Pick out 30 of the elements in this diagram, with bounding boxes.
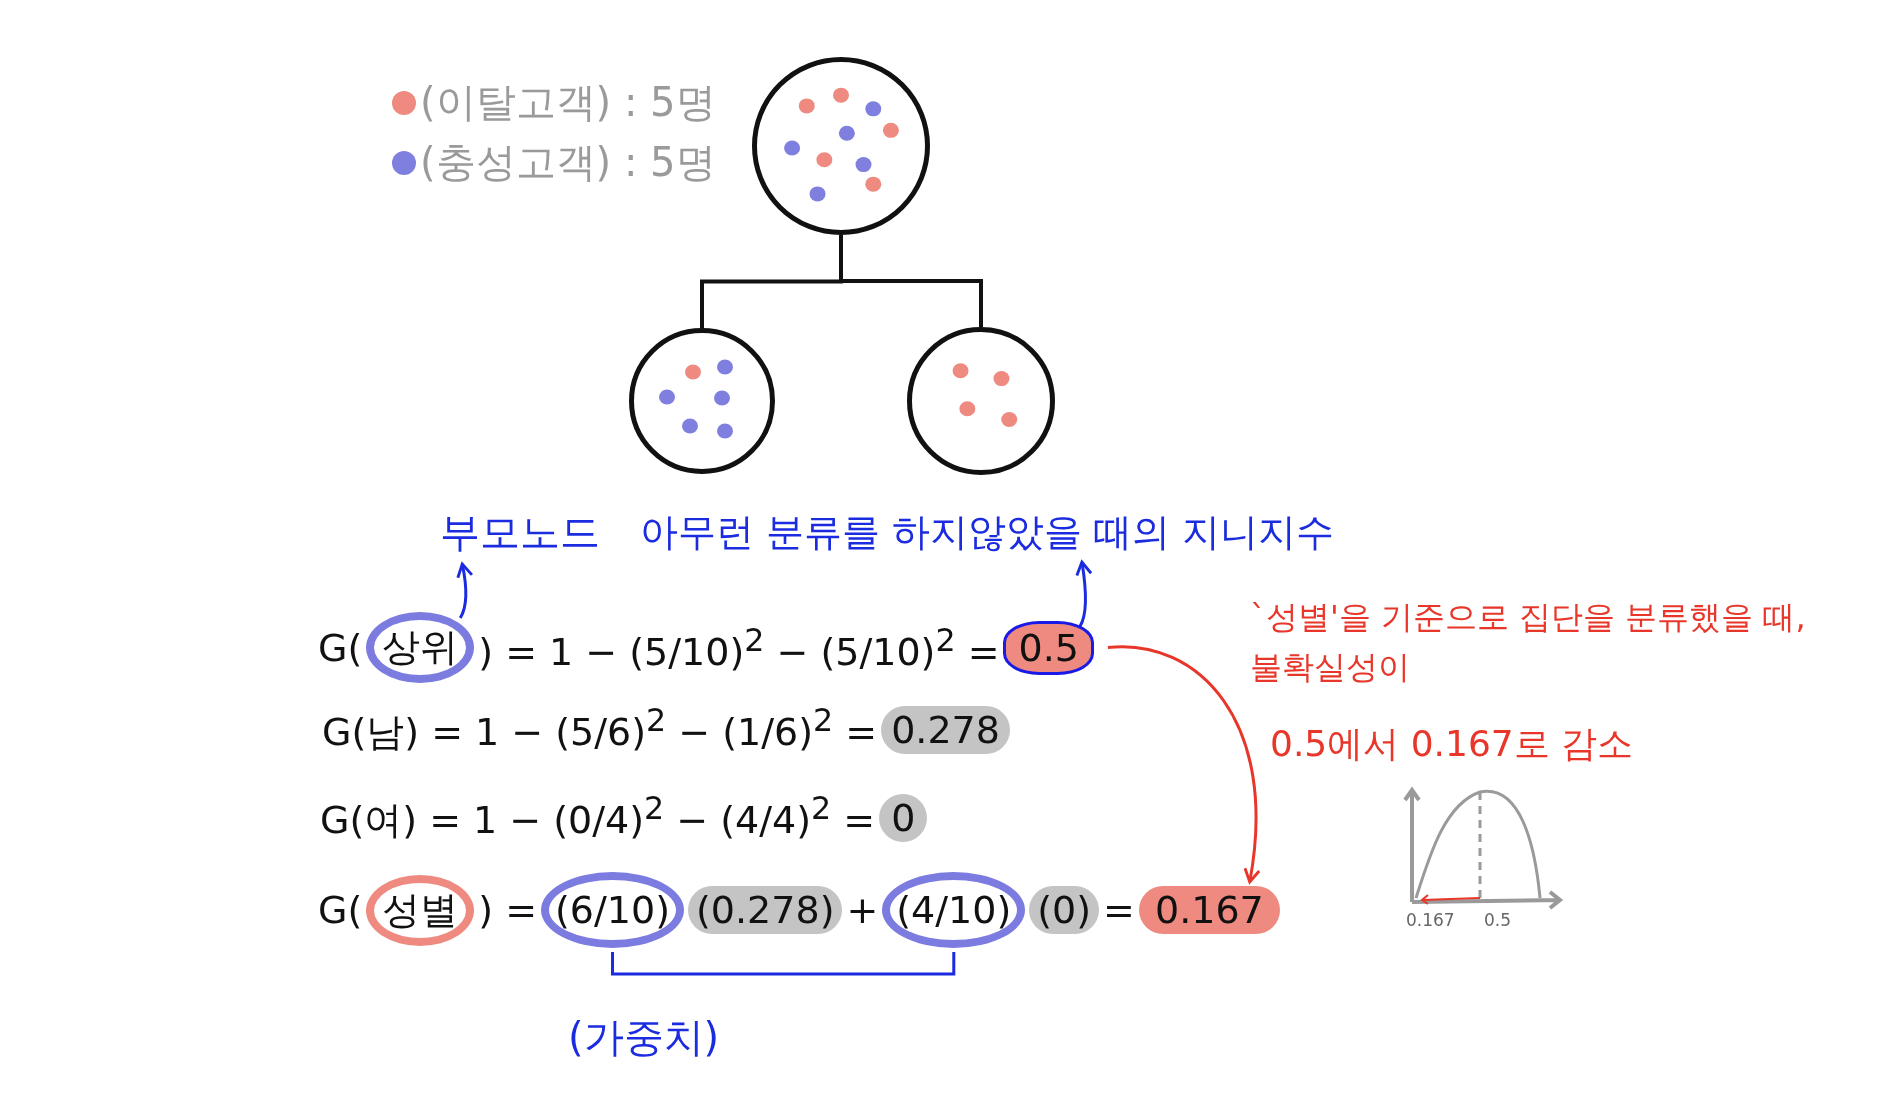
highlighted-value: 0.167 xyxy=(1138,886,1280,934)
highlighted-value: 0.278 xyxy=(881,705,1010,754)
equation-text: G( xyxy=(318,888,363,932)
equation-text: ) = 1 − (5/10)$^{2}$ − (5/10)$^{2}$ = xyxy=(478,621,1000,674)
highlighted-value: (0) xyxy=(1029,886,1100,934)
legend-text: (충성고객) : 5명 xyxy=(420,138,716,187)
arrow xyxy=(456,562,474,619)
axis-tick-label: 0.5 xyxy=(1484,910,1512,930)
connector-line xyxy=(839,235,983,327)
equation-text: + xyxy=(846,888,879,932)
annotation-text: (가중치) xyxy=(568,1013,720,1062)
equation-text: G(여) = 1 − (0/4)$^{2}$ − (4/4)$^{2}$ = xyxy=(320,790,876,844)
equation-text: = xyxy=(1103,888,1135,932)
arrow xyxy=(1107,645,1260,884)
legend-text: (이탈고객) : 5명 xyxy=(420,78,716,127)
circled-term: 성별 xyxy=(366,874,475,946)
circled-term: (4/10) xyxy=(882,872,1026,948)
highlighted-value: 0 xyxy=(879,793,928,842)
annotation-text: 아무런 분류를 하지않았을 때의 지니지수 xyxy=(640,507,1335,558)
note-text: 0.5에서 0.167로 감소 xyxy=(1270,722,1634,766)
axis-tick-label: 0.167 xyxy=(1406,910,1455,930)
equation-text: G(남) = 1 − (5/6)$^{2}$ − (1/6)$^{2}$ = xyxy=(322,702,878,756)
circled-term: (6/10) xyxy=(541,872,684,948)
annotation-text: 부모노드 xyxy=(440,505,600,560)
highlighted-value: (0.278) xyxy=(688,886,843,934)
note-text: `성별'을 기준으로 집단을 분류했을 때, 불확실성이 xyxy=(1250,597,1807,688)
highlighted-value: 0.5 xyxy=(1003,620,1094,675)
equation-text: G( xyxy=(318,625,363,670)
circled-term: 상위 xyxy=(366,612,475,683)
equation-text: ) = xyxy=(478,888,538,932)
